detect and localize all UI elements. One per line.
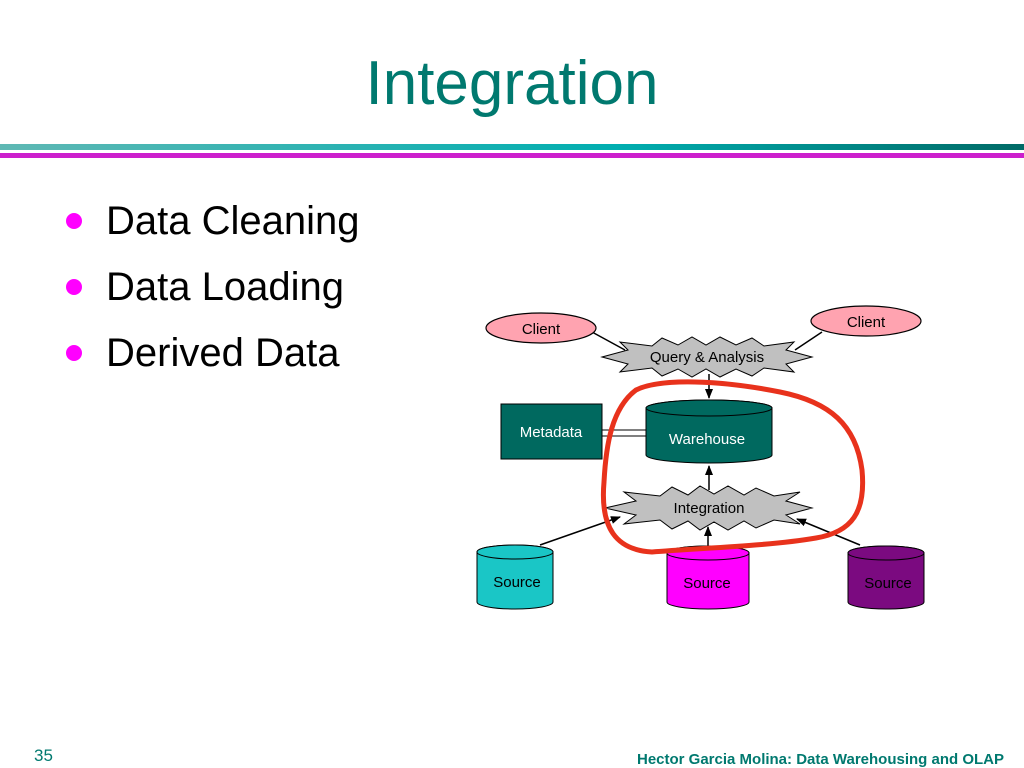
client-right-label: Client — [847, 314, 886, 331]
page-number: 35 — [34, 746, 53, 765]
client-right-connector — [794, 331, 823, 351]
title-divider-magenta — [0, 153, 1024, 158]
title-divider-teal — [0, 144, 1024, 150]
title-divider-gap — [0, 150, 1024, 153]
source-right-label: Source — [864, 575, 912, 592]
slide-title: Integration — [365, 49, 659, 118]
bullet-list: Data Cleaning Data Loading Derived Data — [60, 188, 360, 386]
integration-label: Integration — [674, 500, 745, 517]
bullet-text: Data Cleaning — [106, 198, 360, 243]
source-left-label: Source — [493, 574, 541, 591]
client-left-node — [485, 312, 597, 344]
footer-credit: Hector Garcia Molina: Data Warehousing a… — [636, 751, 1004, 768]
query-analysis-burst — [600, 336, 814, 378]
client-left-label: Client — [522, 321, 561, 338]
bullet-text: Data Loading — [106, 264, 344, 309]
highlight-circle — [600, 379, 866, 555]
bullet-dot-icon — [66, 279, 82, 295]
source-middle-label: Source — [683, 575, 731, 592]
client-left-connector — [591, 331, 626, 351]
bullet-dot-icon — [66, 345, 82, 361]
source-left-cylinder-top — [476, 544, 554, 560]
warehouse-cylinder-top — [645, 399, 773, 417]
bullet-item: Data Cleaning — [60, 188, 360, 254]
bullet-dot-icon — [66, 213, 82, 229]
bullet-item: Data Loading — [60, 254, 360, 320]
source-right-cylinder-top — [847, 545, 925, 561]
bullet-item: Derived Data — [60, 320, 360, 386]
integration-burst — [604, 485, 814, 531]
source-right-arrow — [796, 518, 861, 546]
warehouse-label: Warehouse — [669, 431, 745, 448]
client-right-node — [810, 305, 922, 337]
metadata-label: Metadata — [520, 424, 583, 441]
metadata-box — [500, 403, 603, 460]
query-analysis-label: Query & Analysis — [650, 349, 764, 366]
bullet-text: Derived Data — [106, 330, 340, 375]
